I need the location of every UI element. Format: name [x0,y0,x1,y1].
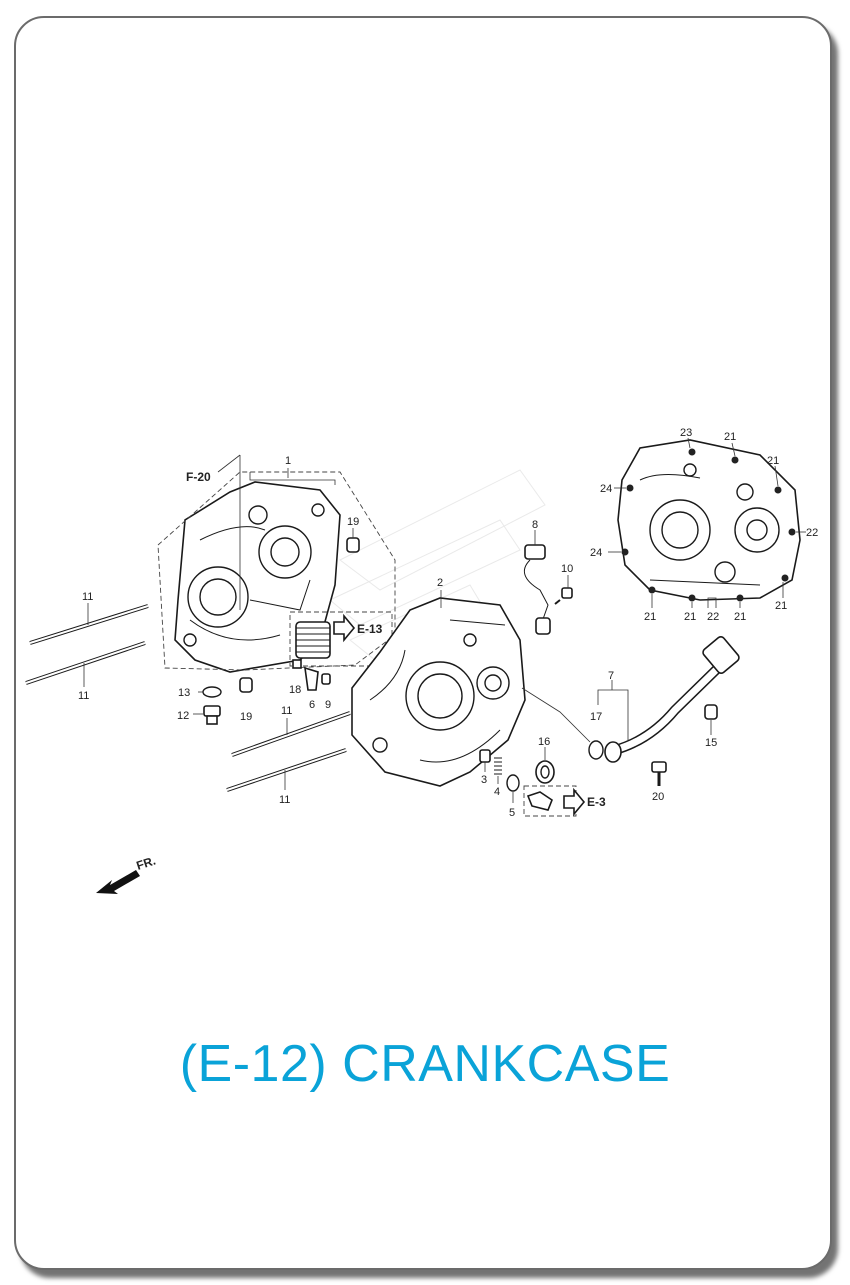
ref-label-f20: F-20 [186,470,211,484]
dowel-pin-19-lower [239,677,253,693]
front-direction-arrow [96,870,140,894]
inner-crankcase-view [617,439,801,602]
spring-pin-4 [494,757,502,775]
page-title: (E-12) CRANKCASE [179,1035,671,1093]
o-ring-13 [202,686,222,698]
e13-ref-arrow [333,613,356,643]
ref-label-e3: E-3 [587,795,606,809]
part-label: 16 [538,736,550,748]
part-label: 19 [347,516,359,528]
drain-plug-12 [203,705,221,725]
breather-tube-7 [604,635,740,763]
part-label: 17 [590,711,602,723]
part-label: 11 [279,794,290,806]
front-label: FR. [135,854,158,873]
right-crankcase-half [351,597,526,787]
part-label: 21 [684,611,696,623]
part-label: 11 [78,690,89,702]
ref-label-e13: E-13 [357,622,383,636]
part-label: 22 [707,611,719,623]
part-label: 13 [178,687,190,699]
part-label: 12 [177,710,189,722]
gear-e13 [295,621,331,659]
bolt-20 [651,761,667,786]
part-label: 10 [561,563,573,575]
part-label: 22 [806,527,818,539]
bolt-10 [554,587,573,605]
part-label: 6 [309,699,315,711]
part-label: 21 [767,455,779,467]
part-label: 23 [680,427,692,439]
part-label: 21 [644,611,656,623]
part-label: 4 [494,786,500,798]
e3-ref-arrow [563,787,586,817]
part-label: 21 [734,611,746,623]
stud-bolts-11 [25,604,351,792]
dowel-3 [479,749,491,763]
part-label: 15 [705,737,717,749]
part-label: 20 [652,791,664,803]
part-label: 21 [775,600,787,612]
part-label: 11 [281,705,292,717]
bolt-e3 [526,791,553,811]
part-label: 21 [724,431,736,443]
part-label: 5 [509,807,515,819]
oil-seal-16 [535,760,555,784]
part-label: 18 [289,684,301,696]
part-label: 7 [608,670,614,682]
part-label: 8 [532,519,538,531]
part-label: 2 [437,577,443,589]
part1-bracket [249,472,336,485]
o-ring-17 [588,740,604,760]
part-number-labels: F-20 E-13 E-3 1 2 3 4 5 6 7 8 9 10 11 11… [78,427,818,873]
part-label: 1 [285,455,291,467]
sensor-8 [523,544,551,635]
part-label: 24 [600,483,612,495]
dowel-pin-19-upper [346,537,360,553]
bolt-18 [292,659,302,669]
part-label: 24 [590,547,602,559]
bolt-9 [321,673,331,685]
bolt-15 [704,704,718,720]
bolt-6 [304,666,319,691]
part-label: 9 [325,699,331,711]
part-label: 19 [240,711,252,723]
part-label: 3 [481,774,487,786]
part-label: 11 [82,591,93,603]
washer-5 [506,774,520,792]
